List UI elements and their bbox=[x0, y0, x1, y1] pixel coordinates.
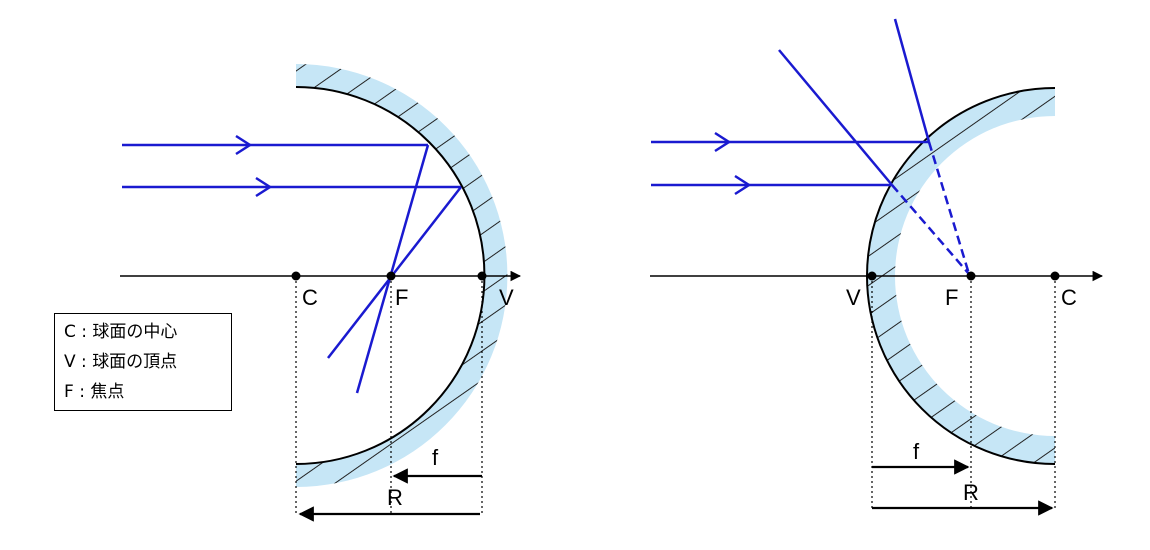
concave-mirror-hatching bbox=[296, 64, 508, 487]
concave-point-f bbox=[386, 271, 396, 281]
convex-incident-ray-1 bbox=[651, 131, 929, 153]
convex-label-c: C bbox=[1061, 285, 1077, 310]
concave-incident-ray-2 bbox=[122, 176, 461, 198]
legend-text: 球面の頂点 bbox=[92, 352, 178, 372]
convex-point-v bbox=[867, 271, 877, 281]
legend-text: 焦点 bbox=[90, 382, 125, 402]
convex-label-v: V bbox=[846, 285, 861, 310]
legend-key: V bbox=[64, 352, 76, 372]
legend-key: F bbox=[64, 382, 74, 402]
convex-mirror-diagram: V F C f R bbox=[650, 18, 1104, 516]
concave-point-c bbox=[291, 271, 301, 281]
convex-label-f: F bbox=[945, 285, 958, 310]
convex-mirror-hatching bbox=[867, 88, 1055, 464]
concave-label-radius: R bbox=[387, 485, 403, 510]
legend-text: 球面の中心 bbox=[92, 322, 178, 342]
concave-point-v bbox=[477, 271, 487, 281]
legend-item-v: V : 球面の頂点 bbox=[64, 347, 231, 377]
legend-item-f: F : 焦点 bbox=[64, 377, 231, 407]
convex-reflected-ray-1 bbox=[893, 18, 931, 143]
convex-point-c bbox=[1050, 271, 1060, 281]
convex-point-f bbox=[966, 271, 976, 281]
concave-reflected-ray-2 bbox=[327, 186, 462, 359]
legend-separator: : bbox=[81, 352, 87, 372]
legend-key: C bbox=[64, 322, 76, 342]
concave-label-f: F bbox=[395, 285, 408, 310]
convex-virtual-ray-1 bbox=[927, 141, 971, 275]
convex-incident-ray-2 bbox=[651, 174, 892, 196]
legend-box: C : 球面の中心 V : 球面の頂点 F : 焦点 bbox=[54, 313, 232, 411]
convex-virtual-ray-2 bbox=[891, 184, 970, 275]
concave-label-c: C bbox=[302, 285, 318, 310]
convex-label-focal-length: f bbox=[913, 439, 920, 464]
convex-label-radius: R bbox=[963, 480, 979, 505]
convex-reflected-ray-2 bbox=[778, 49, 893, 186]
concave-label-focal-length: f bbox=[432, 445, 439, 470]
legend-item-c: C : 球面の中心 bbox=[64, 317, 231, 347]
concave-mirror-diagram: C F V f R bbox=[120, 64, 522, 522]
concave-label-v: V bbox=[499, 285, 514, 310]
legend-separator: : bbox=[79, 382, 85, 402]
concave-reflected-ray-1 bbox=[355, 144, 430, 394]
legend-separator: : bbox=[81, 322, 88, 342]
concave-incident-ray-1 bbox=[122, 134, 428, 156]
